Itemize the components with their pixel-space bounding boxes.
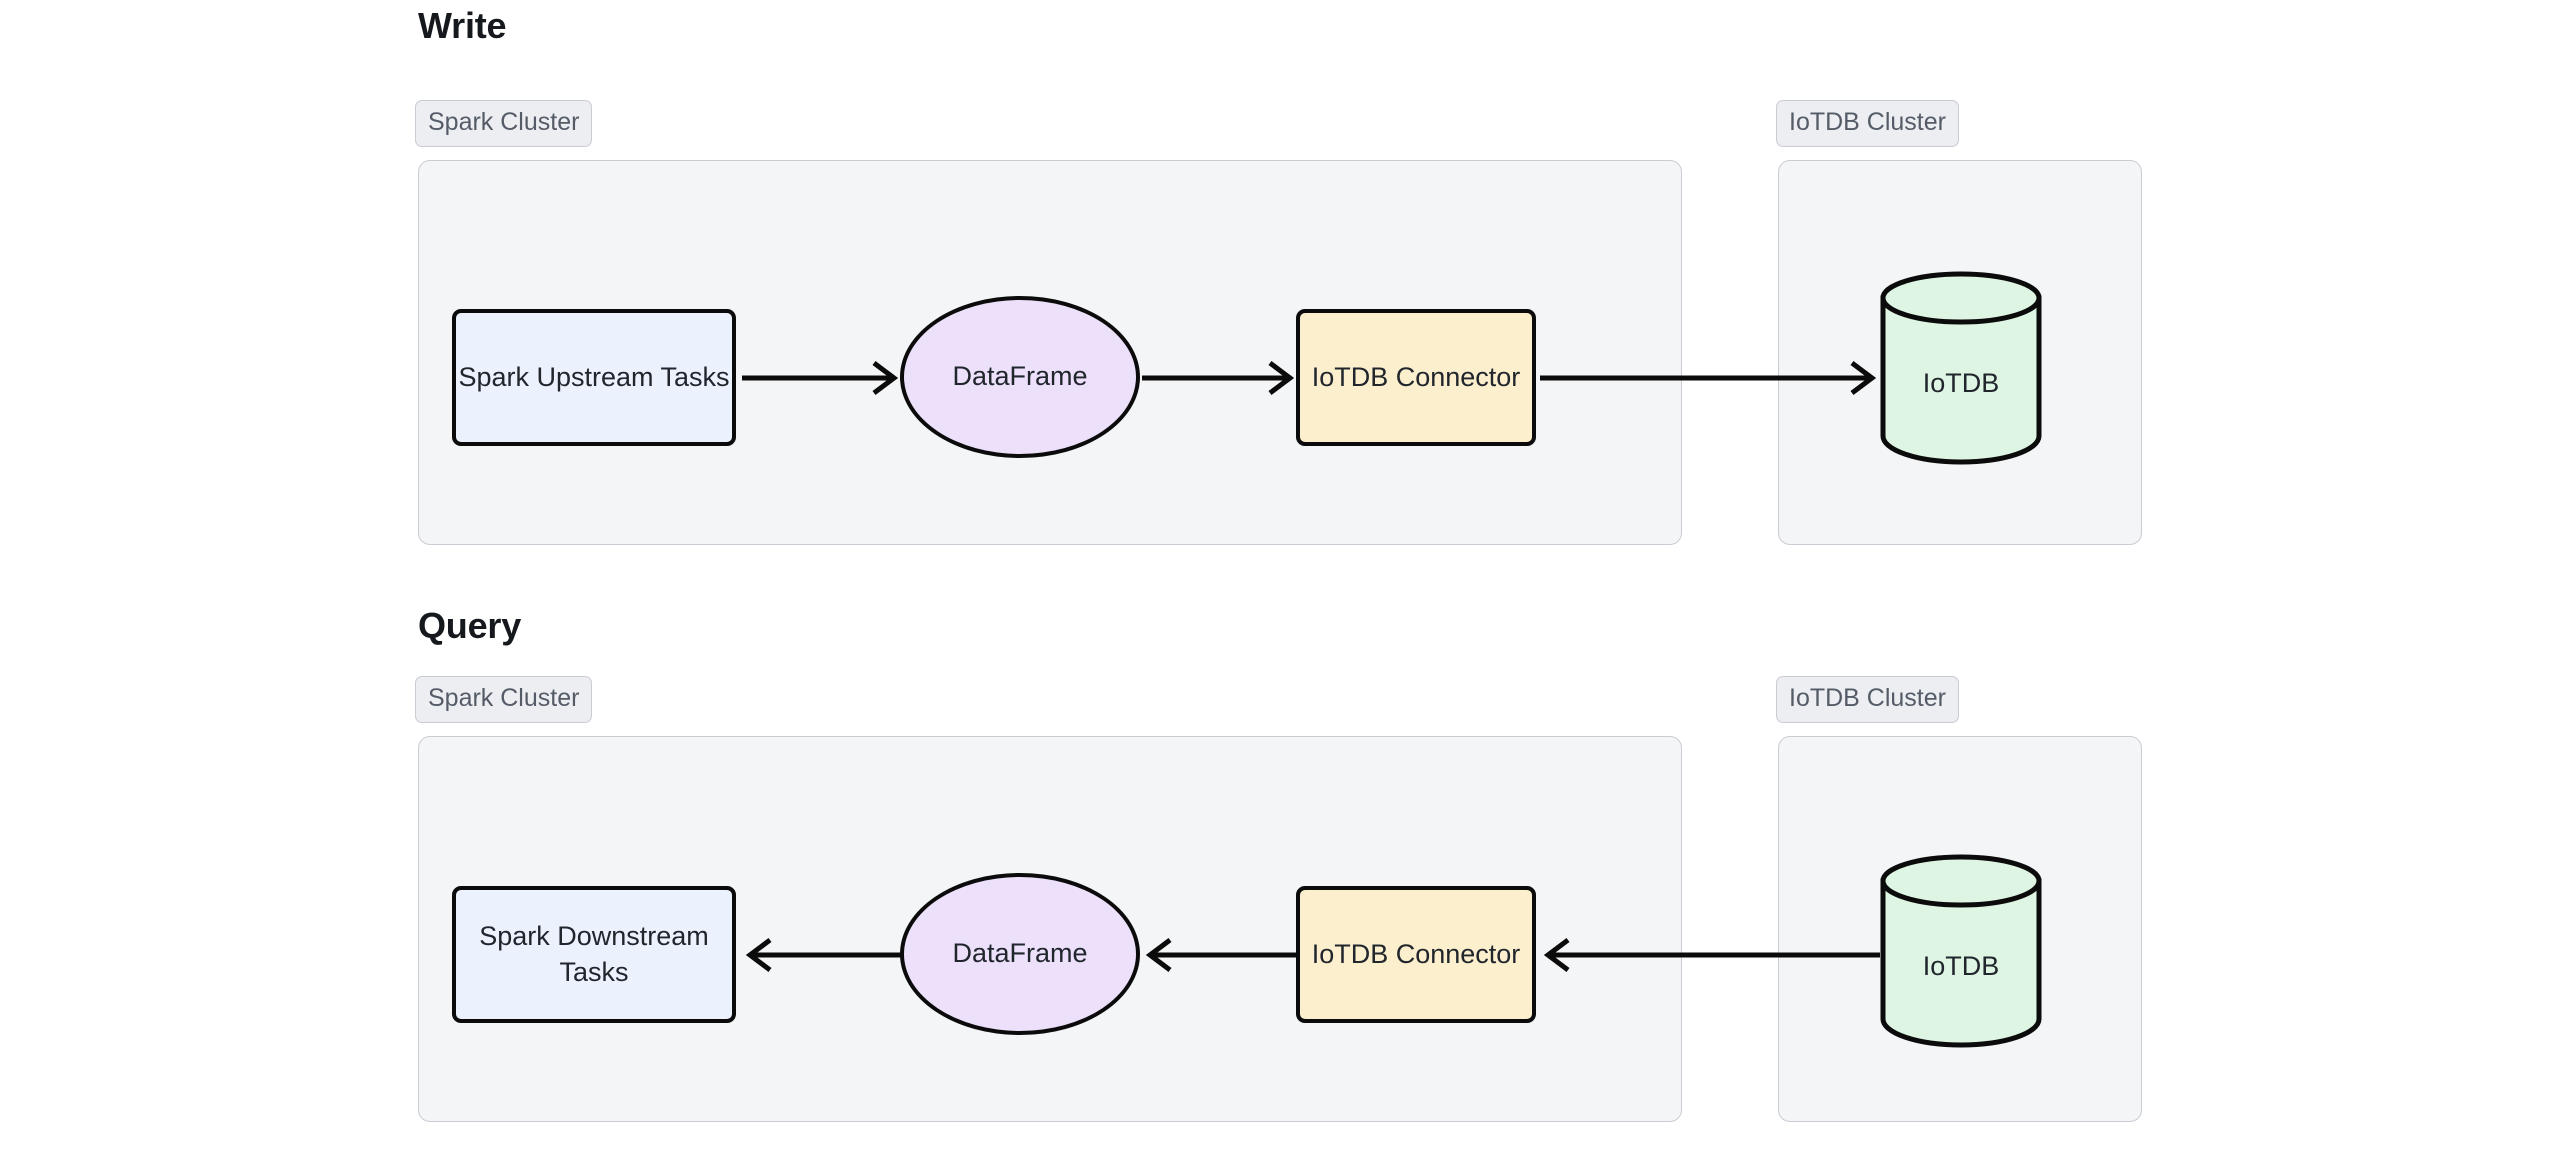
node-dataframe-query[interactable]: DataFrame <box>900 873 1140 1035</box>
group-label-spark-cluster-query: Spark Cluster <box>415 676 593 723</box>
node-dataframe-write[interactable]: DataFrame <box>900 296 1140 458</box>
node-spark-upstream-tasks[interactable]: Spark Upstream Tasks <box>452 309 736 446</box>
node-iotdb-database-query[interactable]: IoTDB <box>1880 854 2042 1048</box>
node-spark-downstream-tasks[interactable]: Spark Downstream Tasks <box>452 886 736 1023</box>
group-label-spark-cluster-write: Spark Cluster <box>415 100 593 147</box>
node-iotdb-connector-query[interactable]: IoTDB Connector <box>1296 886 1536 1023</box>
section-title-write: Write <box>418 5 507 46</box>
group-label-iotdb-cluster-query: IoTDB Cluster <box>1776 676 1959 723</box>
section-title-query: Query <box>418 605 522 646</box>
node-iotdb-database-write[interactable]: IoTDB <box>1880 271 2042 465</box>
group-label-iotdb-cluster-write: IoTDB Cluster <box>1776 100 1959 147</box>
node-iotdb-connector-write[interactable]: IoTDB Connector <box>1296 309 1536 446</box>
